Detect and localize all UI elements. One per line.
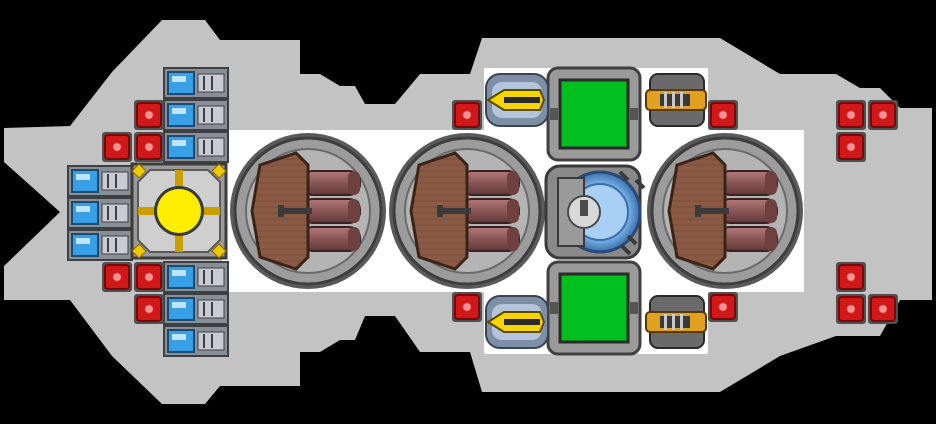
red-panel-icon (134, 132, 164, 162)
power-cell-icon (163, 67, 229, 99)
shield-room (544, 164, 646, 260)
weapon-mount-icon[interactable] (645, 73, 707, 127)
red-panel-icon (134, 100, 164, 130)
power-cell-icon (163, 325, 229, 357)
red-panel-icon (836, 262, 866, 292)
missile-pod-group (230, 133, 803, 289)
red-panel-icon (708, 292, 738, 322)
missile-pod-icon[interactable] (389, 133, 545, 289)
weapon-mount-icon[interactable] (485, 295, 549, 349)
weapon-mount-icon[interactable] (645, 295, 707, 349)
reactor-room (130, 162, 228, 260)
weapon-mount-group (485, 73, 707, 349)
red-panel-icon (836, 132, 866, 162)
power-cell-icon (67, 197, 133, 229)
power-cell-icon (163, 293, 229, 325)
console-group (546, 66, 642, 356)
red-panel-icon (102, 132, 132, 162)
red-panel-icon (452, 292, 482, 322)
red-panel-icon (868, 100, 898, 130)
power-cell-icon (163, 99, 229, 131)
green-console-icon[interactable] (546, 260, 642, 356)
missile-pod-icon[interactable] (647, 133, 803, 289)
reactor-core-icon[interactable] (130, 162, 228, 260)
red-panel-icon (708, 100, 738, 130)
red-panel-icon (134, 294, 164, 324)
shield-generator-icon[interactable] (544, 164, 646, 260)
power-cell-icon (163, 131, 229, 163)
red-panel-icon (134, 262, 164, 292)
weapon-mount-icon[interactable] (485, 73, 549, 127)
power-cell-icon (67, 229, 133, 261)
green-console-icon[interactable] (546, 66, 642, 162)
red-panel-icon (102, 262, 132, 292)
power-cell-icon (163, 261, 229, 293)
red-panel-icon (836, 294, 866, 324)
red-panel-icon (868, 294, 898, 324)
red-panel-icon (452, 100, 482, 130)
red-panel-icon (836, 100, 866, 130)
power-cell-bank (67, 67, 229, 357)
missile-pod-icon[interactable] (230, 133, 386, 289)
power-cell-icon (67, 165, 133, 197)
red-panel-group (102, 100, 898, 324)
